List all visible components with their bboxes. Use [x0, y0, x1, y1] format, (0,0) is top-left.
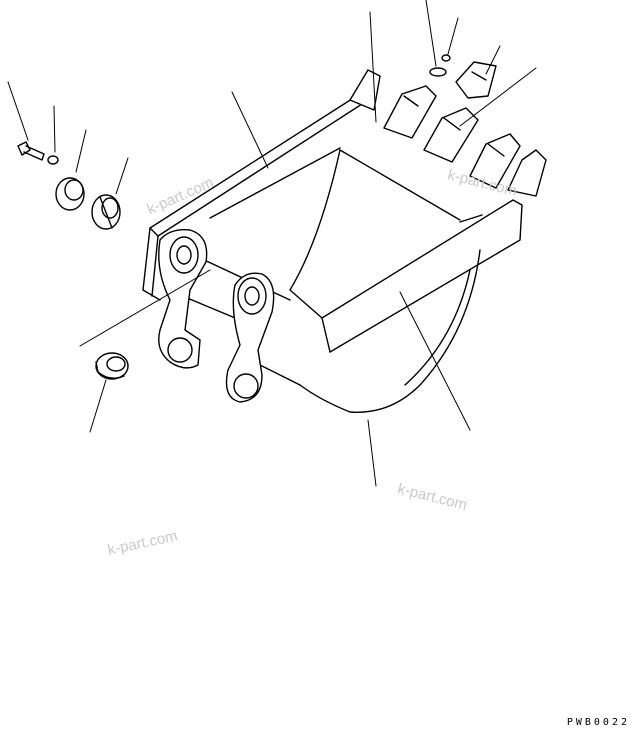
shim-ring: [55, 177, 85, 211]
bucket-body: [142, 96, 523, 413]
hinge-ear-left: [158, 229, 208, 369]
tooth-row: [349, 69, 547, 197]
bolt: [17, 141, 45, 161]
bushing: [95, 352, 129, 380]
leader-lines: [7, 0, 537, 487]
pin-and-lock: [429, 54, 451, 77]
drawing-code: PWB0022: [566, 717, 630, 728]
hinge-ear-right: [225, 272, 275, 403]
tooth-point: [455, 61, 497, 99]
split-bushing: [91, 194, 121, 230]
washer: [47, 155, 59, 165]
